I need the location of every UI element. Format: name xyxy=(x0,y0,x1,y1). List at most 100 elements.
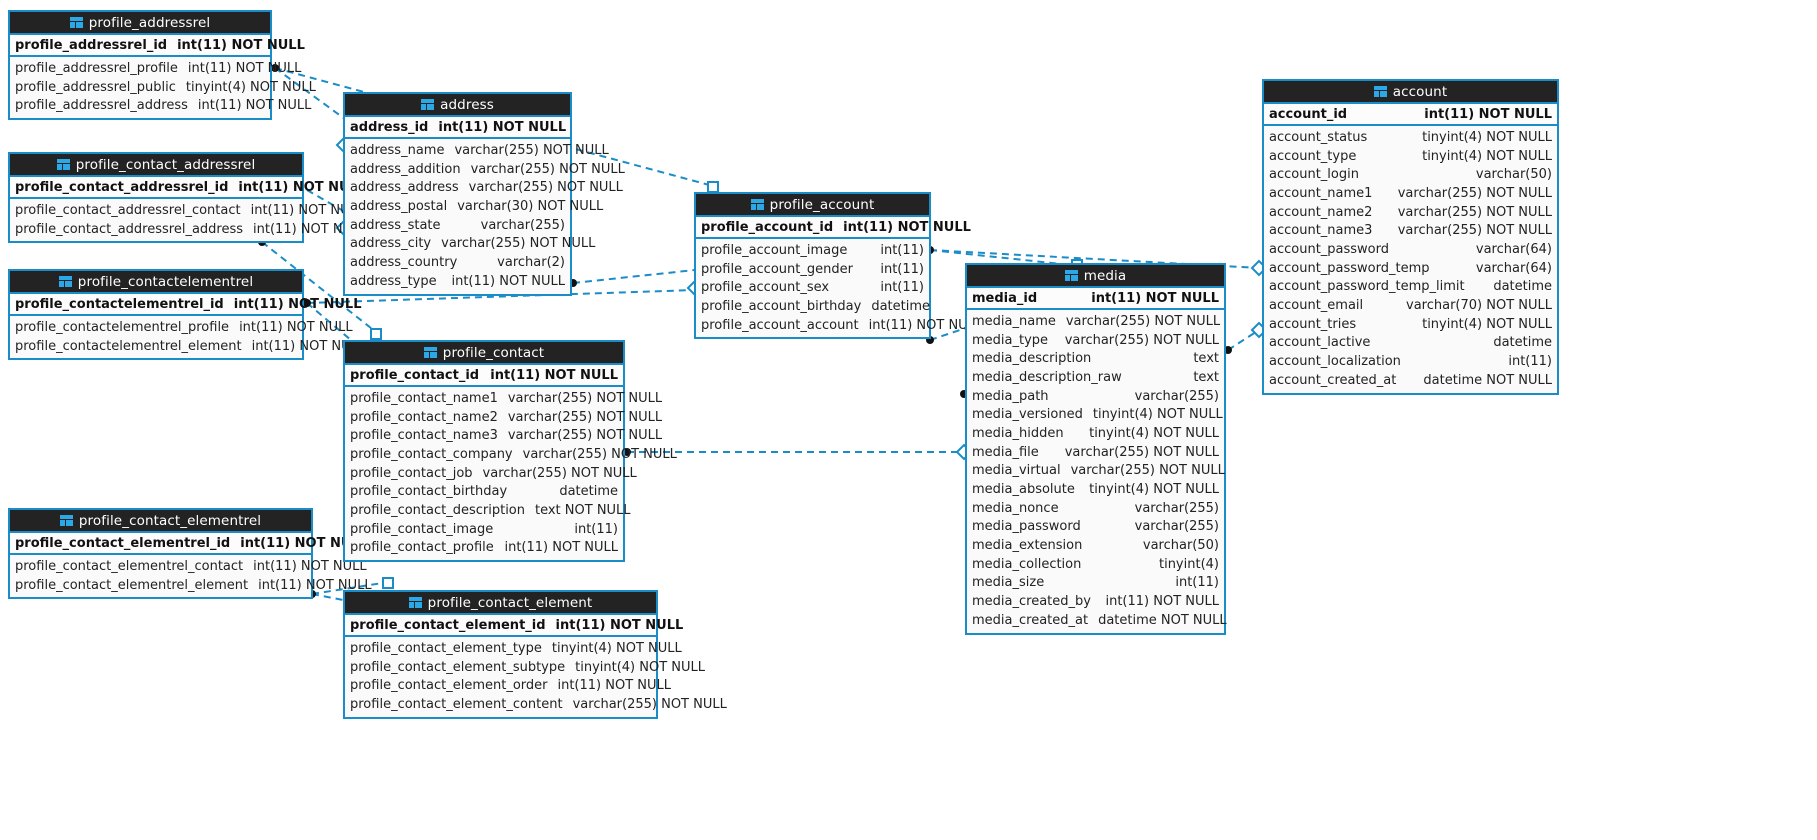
column-name: account_created_at xyxy=(1269,372,1397,388)
table-header-profile_addressrel[interactable]: profile_addressrel xyxy=(10,12,270,35)
table-header-profile_contactelementrel[interactable]: profile_contactelementrel xyxy=(10,271,302,294)
table-header-profile_contact_addressrel[interactable]: profile_contact_addressrel xyxy=(10,154,302,177)
table-header-account[interactable]: account xyxy=(1264,81,1557,104)
table-icon xyxy=(69,17,83,28)
table-header-profile_account[interactable]: profile_account xyxy=(696,194,929,217)
table-header-profile_contact_element[interactable]: profile_contact_element xyxy=(345,592,656,615)
table-header-profile_contact[interactable]: profile_contact xyxy=(345,342,623,365)
table-header-media[interactable]: media xyxy=(967,265,1224,288)
table-header-address[interactable]: address xyxy=(345,94,570,117)
table-header-profile_contact_elementrel[interactable]: profile_contact_elementrel xyxy=(10,510,311,533)
column-type: text NOT NULL xyxy=(535,502,631,518)
column-name: account_name2 xyxy=(1269,204,1373,220)
